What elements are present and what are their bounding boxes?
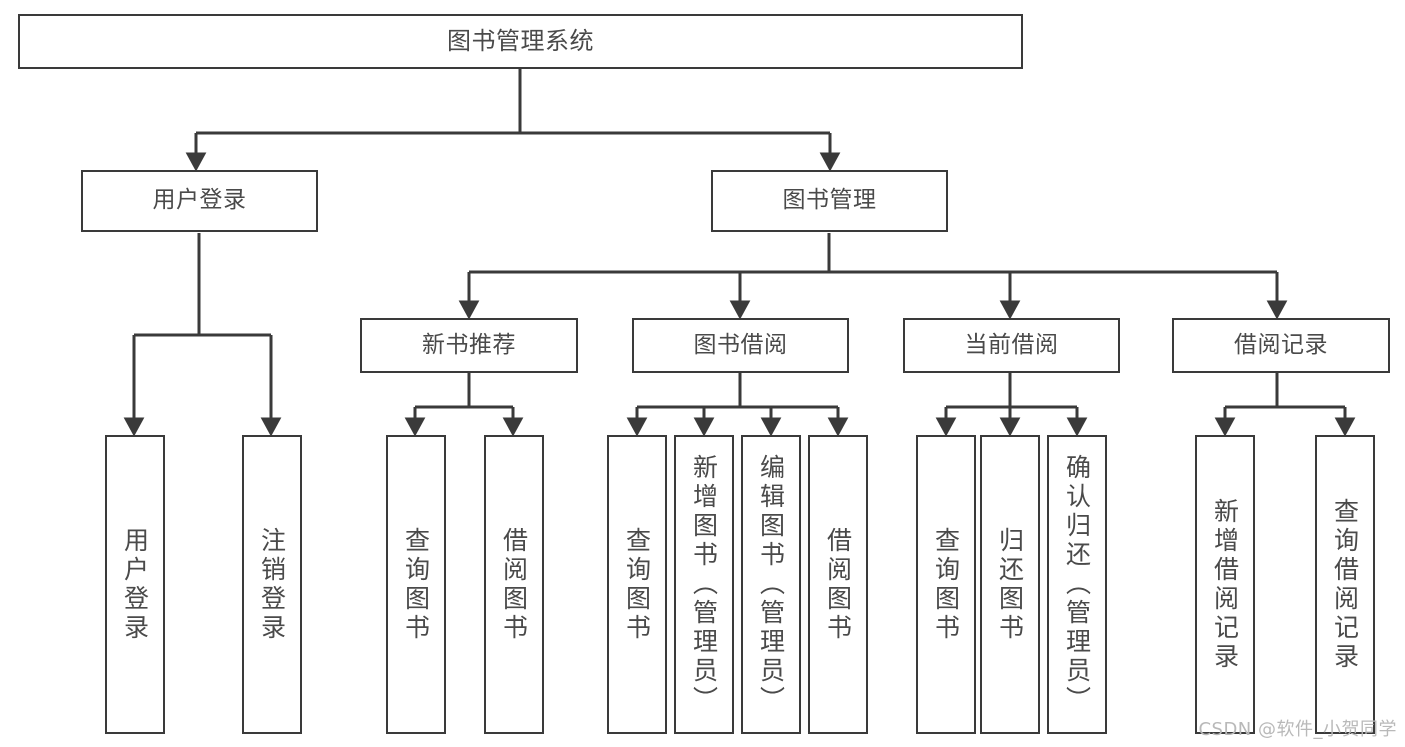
node-borrow-record[interactable]: 借阅记录: [1172, 318, 1390, 373]
node-label: 归还图书: [995, 526, 1025, 643]
node-label: 查询借阅记录: [1330, 497, 1360, 672]
node-label: 借阅图书: [499, 526, 529, 643]
leaf-borrow-record-query-record[interactable]: 查询借阅记录: [1315, 435, 1375, 734]
node-label: 新书推荐: [422, 331, 516, 358]
node-label: 图书借阅: [693, 331, 788, 358]
csdn-watermark: CSDN @软件_小贺同学: [1198, 719, 1397, 740]
node-label: 新增借阅记录: [1210, 497, 1240, 672]
leaf-current-borrow-return-book[interactable]: 归还图书: [980, 435, 1040, 734]
node-new-book-recommend[interactable]: 新书推荐: [360, 318, 578, 373]
node-root-book-management-system[interactable]: 图书管理系统: [18, 14, 1023, 69]
node-label: 编辑图书（管理员）: [756, 454, 786, 715]
leaf-new-book-borrow-book[interactable]: 借阅图书: [484, 435, 544, 734]
node-label: 查询图书: [401, 526, 431, 643]
node-label: 图书管理系统: [447, 27, 594, 56]
node-user-login[interactable]: 用户登录: [81, 170, 318, 232]
node-label: 用户登录: [120, 526, 150, 643]
node-book-management[interactable]: 图书管理: [711, 170, 948, 232]
node-label: 注销登录: [257, 526, 287, 643]
leaf-current-borrow-confirm-return[interactable]: 确认归还（管理员）: [1047, 435, 1107, 734]
leaf-user-login-login[interactable]: 用户登录: [105, 435, 165, 734]
node-label: 借阅图书: [823, 526, 853, 643]
node-current-borrow[interactable]: 当前借阅: [903, 318, 1120, 373]
leaf-book-borrow-add-book[interactable]: 新增图书（管理员）: [674, 435, 734, 734]
node-label: 图书管理: [782, 187, 877, 214]
node-label: 查询图书: [931, 526, 961, 643]
node-label: 查询图书: [622, 526, 652, 643]
node-label: 用户登录: [152, 187, 247, 214]
leaf-user-login-logout[interactable]: 注销登录: [242, 435, 302, 734]
node-label: 确认归还（管理员）: [1062, 454, 1092, 715]
node-label: 新增图书（管理员）: [689, 454, 719, 715]
node-label: 当前借阅: [964, 331, 1059, 358]
node-label: 借阅记录: [1234, 331, 1328, 358]
leaf-book-borrow-query-book[interactable]: 查询图书: [607, 435, 667, 734]
leaf-book-borrow-edit-book[interactable]: 编辑图书（管理员）: [741, 435, 801, 734]
node-book-borrow[interactable]: 图书借阅: [632, 318, 849, 373]
leaf-borrow-record-add-record[interactable]: 新增借阅记录: [1195, 435, 1255, 734]
leaf-book-borrow-borrow-book[interactable]: 借阅图书: [808, 435, 868, 734]
leaf-new-book-query-book[interactable]: 查询图书: [386, 435, 446, 734]
leaf-current-borrow-query-book[interactable]: 查询图书: [916, 435, 976, 734]
